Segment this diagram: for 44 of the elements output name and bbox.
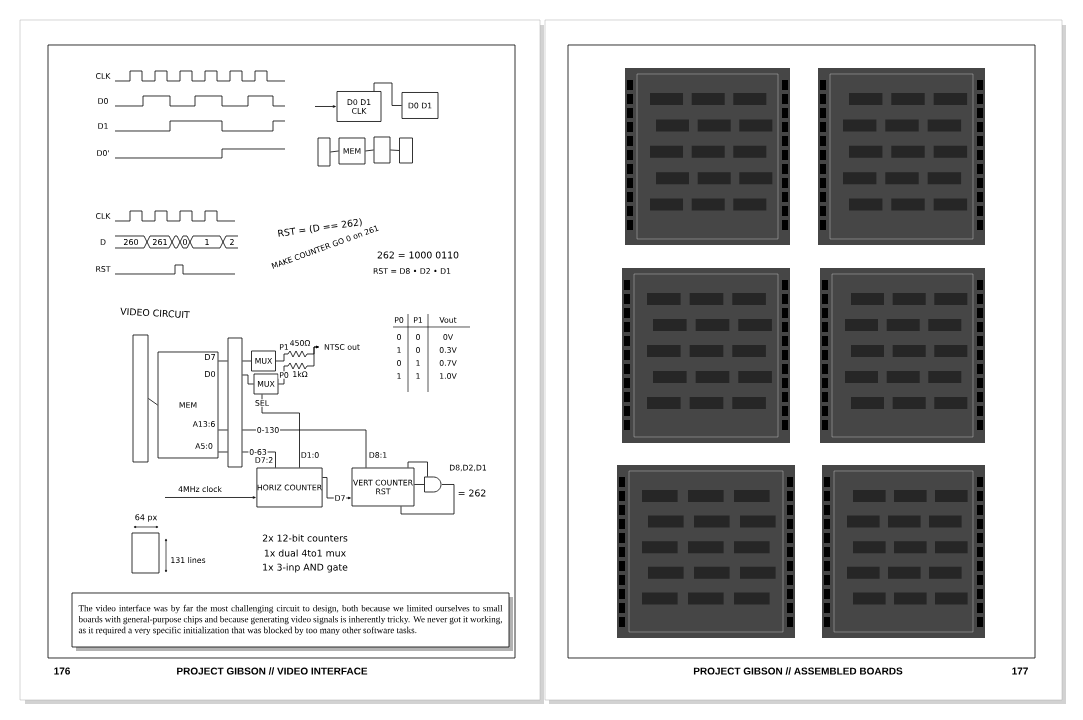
wire <box>414 484 425 485</box>
page-number: 176 <box>54 667 70 675</box>
wire <box>148 398 158 406</box>
bus-value: 0 <box>183 238 187 245</box>
handwritten-note: 1x 3-inp AND gate <box>263 563 348 573</box>
wire <box>218 360 228 362</box>
bus-value: 1 <box>205 239 209 245</box>
connector-strip <box>227 337 243 468</box>
bus-value: 260 <box>123 238 139 245</box>
wire <box>365 149 374 152</box>
wire <box>322 477 351 500</box>
block-box <box>399 137 413 164</box>
running-footer: PROJECT GIBSON // ASSEMBLED BOARDS <box>693 667 903 675</box>
wire <box>400 484 455 515</box>
dimension-label: 64 px <box>135 514 157 522</box>
wire <box>242 360 252 362</box>
wire <box>330 150 339 153</box>
wire <box>278 345 319 385</box>
running-footer: PROJECT GIBSON // VIDEO INTERFACE <box>177 667 368 675</box>
handwritten-note: 1x dual 4to1 mux <box>264 549 346 557</box>
wire <box>390 149 400 151</box>
bus-value: 261 <box>152 238 167 245</box>
handwritten-heading: VIDEO CIRCUIT <box>120 307 190 319</box>
handwritten-note: 2x 12-bit counters <box>262 534 348 542</box>
page-number: 177 <box>1012 667 1028 675</box>
handwritten-note: = 262 <box>458 489 486 497</box>
bus-value: 2 <box>230 239 234 245</box>
handwritten-note: 262 = 1000 0110 <box>377 251 459 259</box>
wire <box>218 451 228 453</box>
wire <box>373 82 402 106</box>
caption-box: The video interface was by far the most challenging circuit to design, both because we limited ourselves to small boards with general-purpose chips and because generating video signals is inherently tricky. We never got it working, as it required a very specific initialization that was blocked by too many other software tasks. <box>71 592 513 651</box>
wire <box>261 394 300 468</box>
connector-strip <box>132 334 149 463</box>
pin-label: D0 <box>205 370 216 377</box>
wire <box>242 374 254 385</box>
wire <box>407 461 428 477</box>
wire <box>218 429 228 431</box>
wire <box>314 105 336 108</box>
block-box <box>373 136 391 164</box>
pin-label: D7 <box>205 354 215 360</box>
wire <box>164 496 256 499</box>
block-box <box>317 137 331 167</box>
and-gate-symbol <box>424 476 442 493</box>
screen-box <box>131 532 160 574</box>
